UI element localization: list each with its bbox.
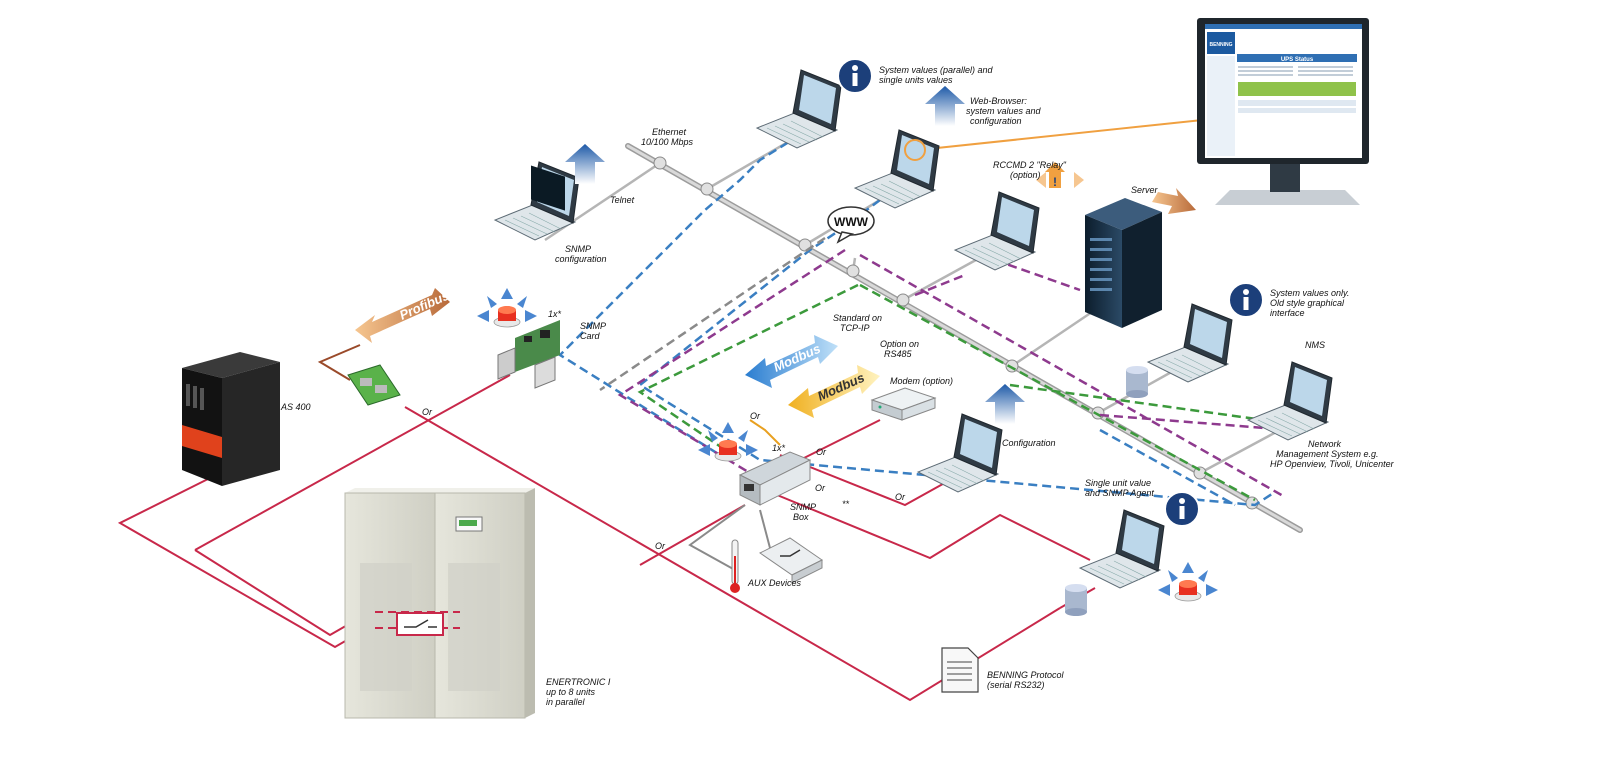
snmp-card	[497, 320, 560, 389]
info-icon-system-values-only	[1228, 282, 1264, 318]
server-label: Server	[1131, 185, 1159, 195]
www-label: WWW	[834, 215, 869, 229]
aux-devices-label: AUX Devices	[747, 578, 802, 588]
rccmd-label: RCCMD 2 "Relay"(option)	[993, 160, 1067, 180]
up-arrow-icon-system-values	[925, 86, 965, 126]
benning-protocol-label: BENNING Protocol(serial RS232)	[987, 670, 1065, 690]
modem-label: Modem (option)	[890, 376, 953, 386]
modbus-tcp-arrow: Modbus	[745, 335, 838, 388]
or-label: Or	[422, 407, 433, 417]
web-browser-highlight	[904, 139, 926, 161]
alarm-beacon-icon-3	[1157, 561, 1219, 602]
monitor-pointer-line	[917, 114, 1251, 151]
laptop-rccmd-relay	[954, 191, 1040, 271]
telnet-label: Telnet	[610, 195, 635, 205]
modbus-rs485-label: Modbus	[815, 370, 867, 404]
as400-computer	[182, 352, 280, 486]
laptop-single-unit	[1079, 509, 1165, 589]
server-orange-arrow	[1152, 188, 1196, 214]
modbus-tcp-label: Modbus	[771, 341, 823, 375]
serial-lines	[117, 374, 1096, 702]
www-speech-bubble: WWW	[827, 206, 875, 244]
profibus-arrow: Profibus	[355, 288, 451, 343]
server-tower	[1085, 198, 1162, 328]
database-icon-2	[1065, 584, 1087, 616]
svg-text:!: !	[1053, 175, 1057, 189]
or-label: Or	[895, 492, 906, 502]
monitor-logo: BENNING	[1209, 42, 1232, 48]
card-count-label: 1x*	[548, 309, 562, 319]
laptop-system-values-only	[1147, 303, 1233, 383]
document-icon	[941, 647, 979, 693]
or-label: Or	[750, 411, 761, 421]
rs485-line	[749, 419, 781, 446]
modem	[870, 387, 937, 421]
configuration-label: Configuration	[1002, 438, 1056, 448]
or-label: Or	[816, 447, 827, 457]
ethernet-backbone	[544, 133, 1303, 533]
laptop-web-browser	[854, 129, 940, 209]
aux-lines	[688, 504, 771, 571]
aux-switch-device	[759, 537, 823, 584]
box-count-label: 1x*	[772, 443, 786, 453]
info-icon-system-values	[837, 58, 873, 94]
profibus-adapter	[347, 364, 401, 406]
laptop-system-values	[756, 69, 842, 149]
database-icon	[1126, 366, 1148, 398]
terminal-screen	[531, 165, 565, 211]
or-label: Or	[815, 483, 826, 493]
info-icon-single-unit	[1164, 491, 1200, 527]
status-monitor: BENNING UPS Status	[1197, 18, 1369, 205]
enertronic-ups-cabinet	[344, 488, 535, 719]
profibus-line	[317, 344, 361, 381]
double-asterisk-label: **	[842, 499, 850, 509]
alarm-beacon-icon	[476, 287, 538, 328]
modbus-rs485-arrow: Modbus	[788, 365, 880, 418]
or-labels: Or Or Or Or Or Or	[422, 407, 906, 551]
up-arrow-icon-configuration	[985, 384, 1025, 424]
as400-label: AS 400	[280, 402, 311, 412]
snmp-box	[738, 451, 812, 506]
or-label: Or	[655, 541, 666, 551]
relay-alert-icon: !	[1036, 162, 1084, 189]
monitor-title: UPS Status	[1281, 57, 1314, 63]
nms-label: NMS	[1305, 340, 1325, 350]
thermometer-icon	[730, 539, 740, 593]
